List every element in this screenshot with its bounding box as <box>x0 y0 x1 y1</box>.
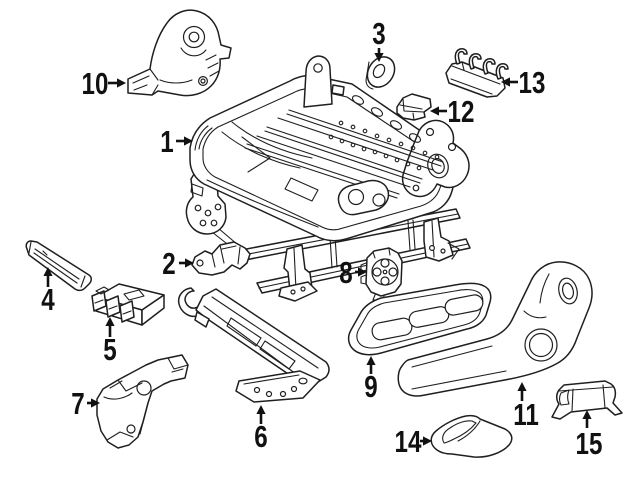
callout-8-label[interactable]: 8 <box>339 255 352 290</box>
part-side-shield <box>397 261 593 397</box>
callout-11[interactable]: 11 <box>513 382 539 432</box>
part-recliner-side-plate <box>127 9 232 97</box>
callout-12[interactable]: 12 <box>430 94 474 129</box>
part-hook-retainer <box>445 48 509 98</box>
callout-1-label[interactable]: 1 <box>160 124 173 159</box>
part-gear-motor <box>360 247 403 301</box>
part-riser-bracket <box>96 354 189 449</box>
part-clip-bracket <box>396 93 432 121</box>
callout-15-label[interactable]: 15 <box>576 426 603 461</box>
part-track-support <box>177 287 330 403</box>
callout-10[interactable]: 10 <box>82 66 126 101</box>
callout-11-label[interactable]: 11 <box>513 397 539 432</box>
callout-5[interactable]: 5 <box>103 317 117 367</box>
callout-4[interactable]: 4 <box>41 267 55 317</box>
part-release-handle <box>430 414 513 458</box>
part-seat-frame-assembly <box>185 55 471 302</box>
callout-7[interactable]: 7 <box>71 386 100 421</box>
part-control-module <box>91 283 165 326</box>
callout-1[interactable]: 1 <box>160 124 193 159</box>
callout-3[interactable]: 3 <box>372 16 386 62</box>
callout-6-label[interactable]: 6 <box>254 419 267 454</box>
callout-6[interactable]: 6 <box>254 405 268 454</box>
callout-15[interactable]: 15 <box>576 410 603 461</box>
callout-13[interactable]: 13 <box>501 65 545 100</box>
callout-2[interactable]: 2 <box>162 246 194 281</box>
callout-3-label[interactable]: 3 <box>372 16 385 51</box>
callout-4-label[interactable]: 4 <box>41 282 55 317</box>
callout-14-label[interactable]: 14 <box>395 424 422 459</box>
callout-14[interactable]: 14 <box>395 424 432 459</box>
callout-8[interactable]: 8 <box>339 255 367 290</box>
callout-7-label[interactable]: 7 <box>71 386 84 421</box>
part-trim-strip <box>25 240 92 292</box>
callout-13-label[interactable]: 13 <box>519 65 546 100</box>
part-end-cover <box>551 380 623 420</box>
callout-10-label[interactable]: 10 <box>82 66 109 101</box>
part-grommet <box>365 56 396 90</box>
callout-12-label[interactable]: 12 <box>448 94 475 129</box>
callout-9-label[interactable]: 9 <box>364 369 377 404</box>
callout-2-label[interactable]: 2 <box>162 246 175 281</box>
callout-9[interactable]: 9 <box>364 356 378 404</box>
part-valance-bezel <box>347 282 492 356</box>
part-latch-bracket <box>191 241 251 276</box>
callout-5-label[interactable]: 5 <box>103 332 116 367</box>
